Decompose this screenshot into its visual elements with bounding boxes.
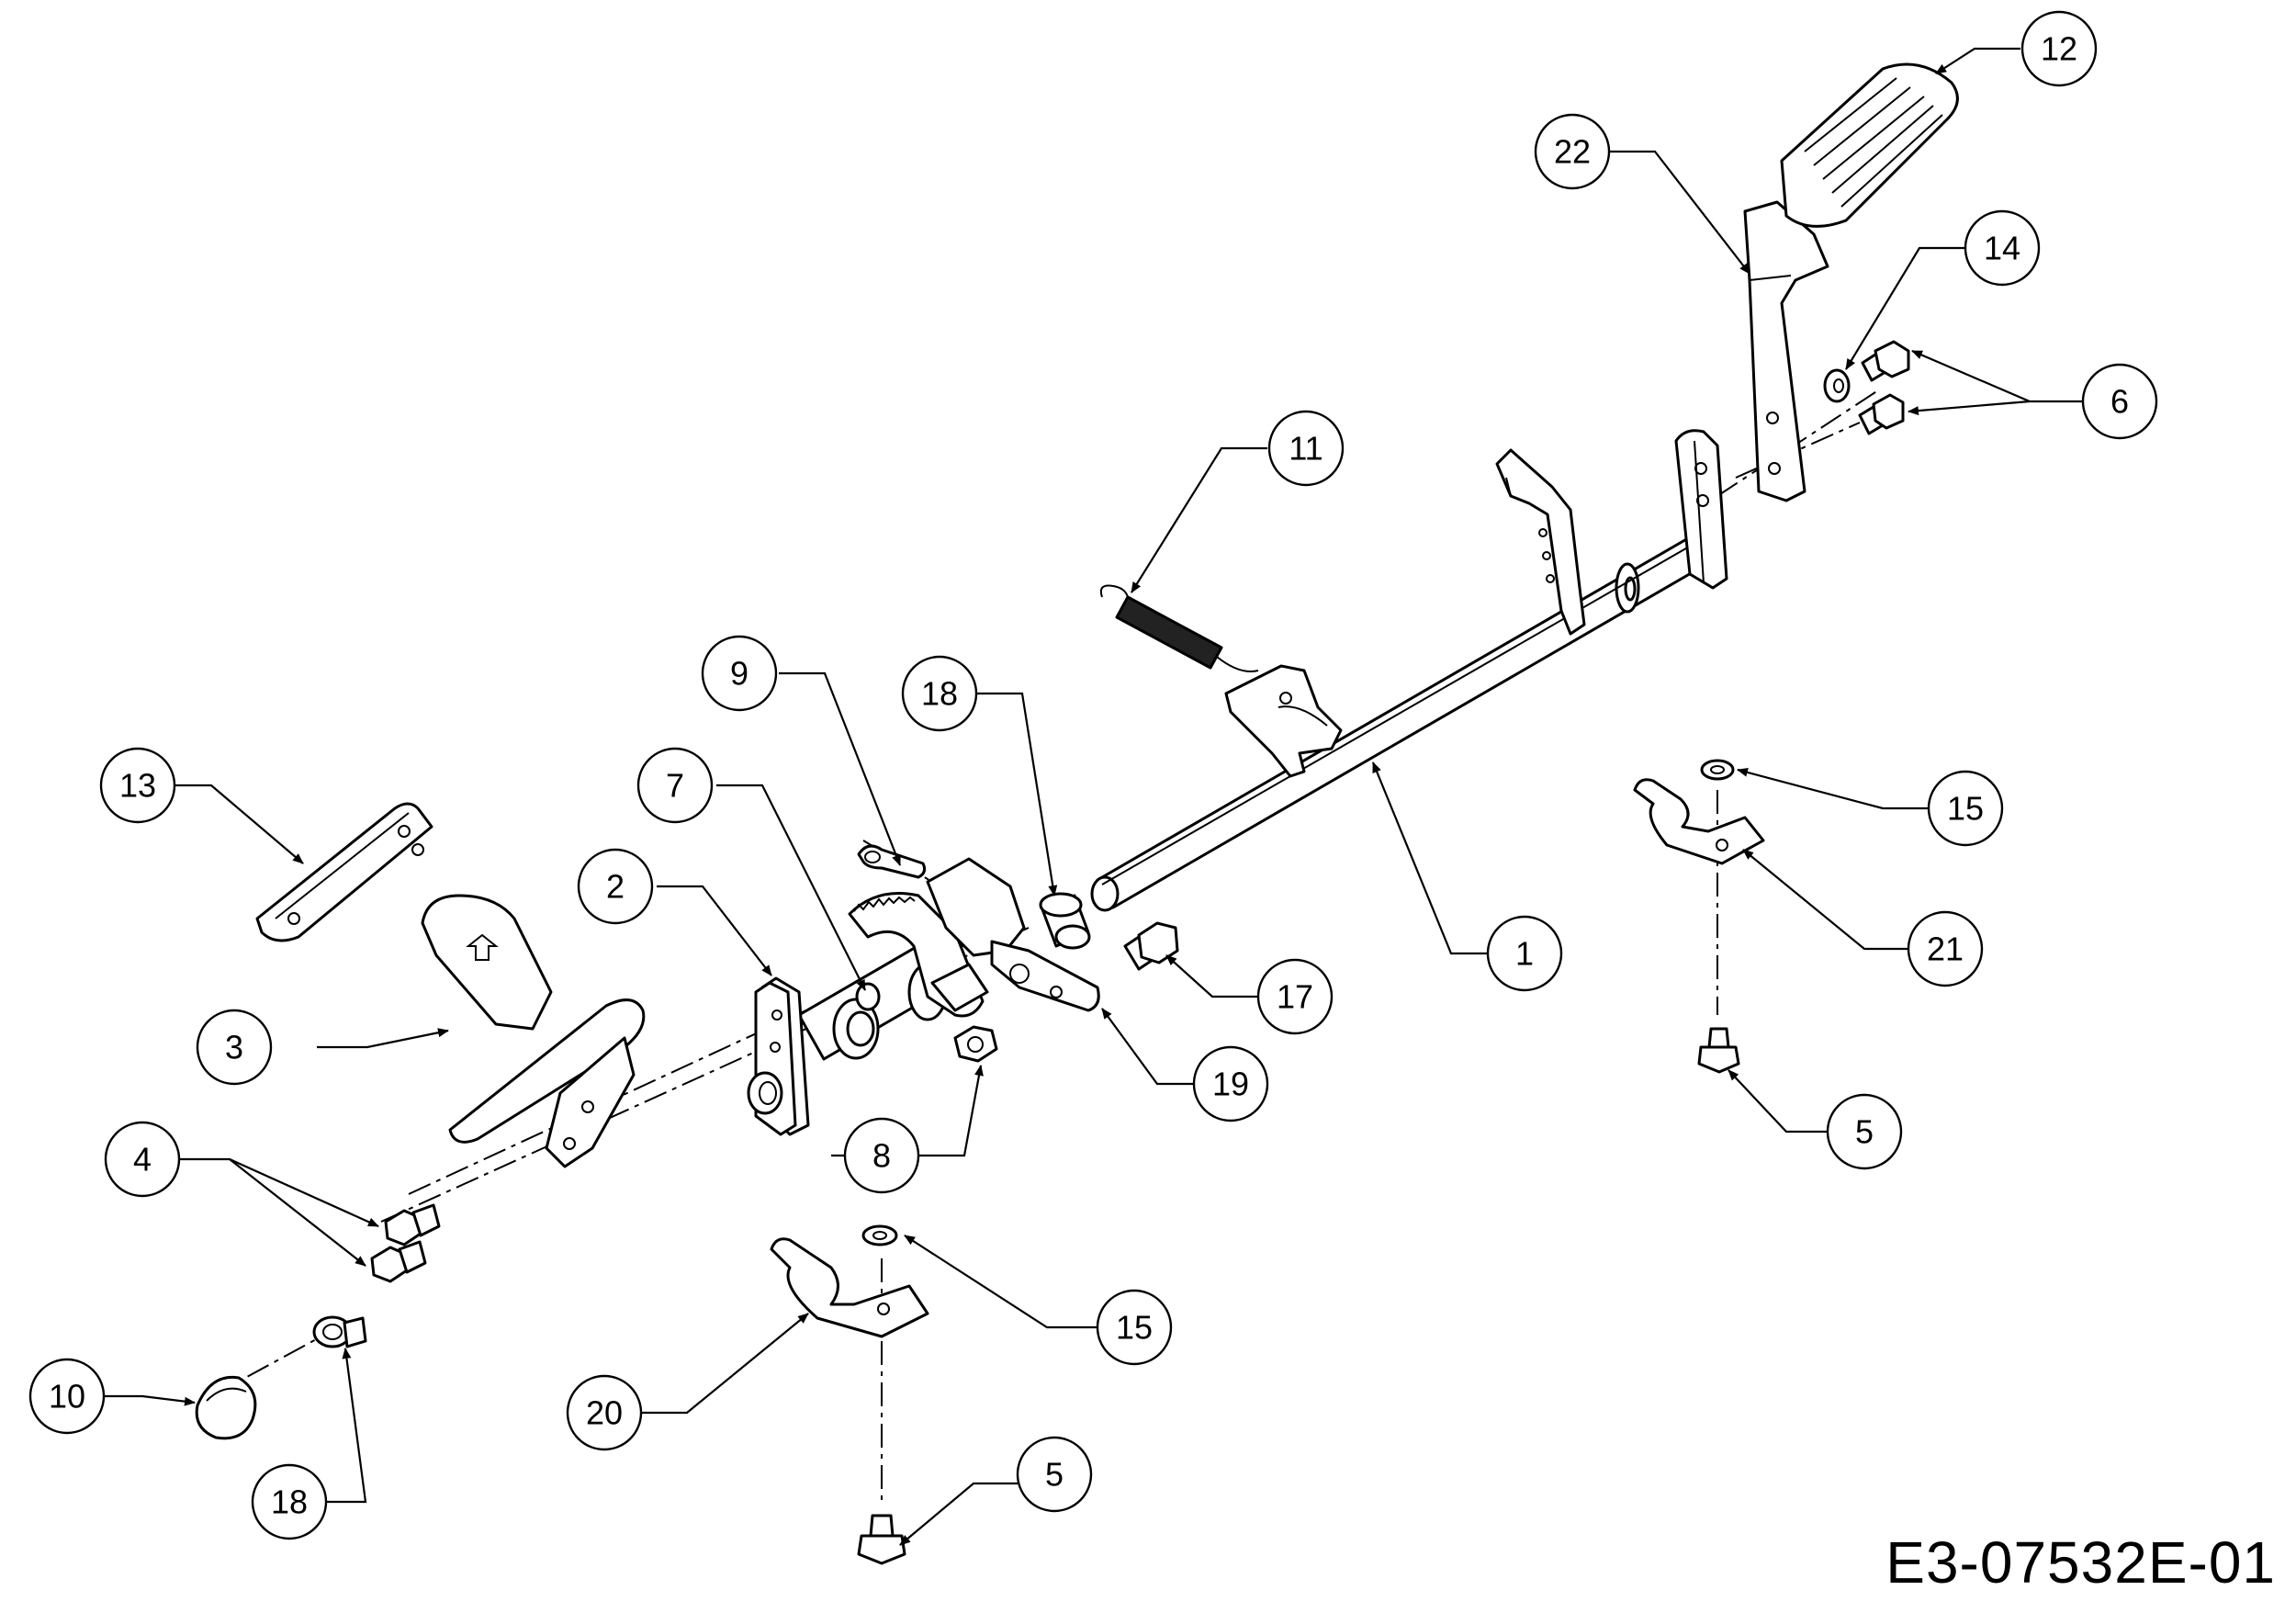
callout-9: 9 bbox=[701, 635, 778, 712]
callout-label: 1 bbox=[1515, 935, 1534, 973]
right-end-plate-part bbox=[1674, 429, 1728, 590]
callout-14: 14 bbox=[1964, 209, 2041, 287]
callout-label: 18 bbox=[271, 1483, 308, 1521]
callout-5-lower: 5 bbox=[1016, 1436, 1093, 1513]
callout-label: 12 bbox=[2041, 30, 2077, 68]
shoulder-bolt-part bbox=[1123, 921, 1179, 971]
clamp-bracket-21-part bbox=[1633, 778, 1765, 865]
callout-label: 4 bbox=[133, 1141, 152, 1179]
drawing-code-label: E3-07532E-01 bbox=[1885, 1529, 2276, 1596]
callout-label: 5 bbox=[1855, 1113, 1874, 1151]
hairpin-clip-part bbox=[857, 844, 927, 879]
callout-19: 19 bbox=[1192, 1045, 1269, 1122]
callout-4: 4 bbox=[104, 1121, 181, 1198]
callout-18-upper: 18 bbox=[901, 655, 978, 732]
washer-15-upper-part bbox=[1700, 759, 1735, 781]
left-bracket-plate-part bbox=[747, 976, 810, 1136]
right-upright-bracket-part bbox=[1495, 448, 1586, 636]
extension-spring-part bbox=[1099, 584, 1259, 672]
callout-20: 20 bbox=[566, 1374, 643, 1451]
bolt-5-lower-part bbox=[857, 1514, 906, 1565]
leader-lines bbox=[96, 47, 2083, 1546]
callout-label: 6 bbox=[2110, 383, 2129, 421]
callout-label: 13 bbox=[119, 767, 156, 805]
callout-17: 17 bbox=[1256, 958, 1334, 1035]
callout-label: 3 bbox=[225, 1029, 243, 1066]
callout-label: 9 bbox=[730, 655, 748, 693]
callout-label: 22 bbox=[1554, 133, 1591, 171]
bolts-4-part bbox=[370, 1203, 441, 1283]
bushing-lower-part bbox=[312, 1315, 367, 1348]
callout-label: 20 bbox=[586, 1394, 623, 1432]
pedal-lever-part bbox=[926, 857, 1100, 1012]
callout-15-upper: 15 bbox=[1927, 770, 2004, 847]
main-shaft-part bbox=[1090, 531, 1714, 912]
washer-14-part bbox=[1823, 368, 1851, 403]
hex-nut-part bbox=[953, 1025, 998, 1063]
callout-18-lower: 18 bbox=[251, 1463, 328, 1540]
clamp-bracket-20-part bbox=[770, 1237, 929, 1338]
callout-13: 13 bbox=[99, 747, 176, 824]
callout-22: 22 bbox=[1534, 113, 1611, 190]
rail-part bbox=[255, 802, 433, 942]
callout-label: 14 bbox=[1984, 230, 2020, 267]
bolts-6-part bbox=[1858, 340, 1910, 435]
callout-label: 18 bbox=[921, 675, 958, 713]
middle-bracket-part bbox=[1224, 664, 1343, 778]
pedal-arm-part bbox=[1743, 200, 1829, 502]
callout-label: 21 bbox=[1927, 930, 1964, 968]
pedal-pad-part bbox=[1780, 62, 1959, 228]
end-cap-part bbox=[195, 1375, 257, 1440]
callout-6: 6 bbox=[2081, 363, 2158, 440]
callout-label: 19 bbox=[1212, 1066, 1249, 1103]
callout-15-lower: 15 bbox=[1096, 1289, 1173, 1366]
callout-21: 21 bbox=[1907, 910, 1984, 987]
callout-12: 12 bbox=[2020, 10, 2098, 87]
sector-gear-part bbox=[848, 892, 989, 1018]
foot-pedal-part bbox=[421, 894, 646, 1168]
callout-label: 15 bbox=[1116, 1309, 1153, 1347]
callout-1: 1 bbox=[1486, 915, 1563, 992]
callout-10: 10 bbox=[28, 1358, 106, 1435]
callout-label: 17 bbox=[1277, 978, 1313, 1016]
bolt-5-upper-part bbox=[1697, 1027, 1740, 1074]
callout-7: 7 bbox=[636, 747, 714, 824]
callout-label: 7 bbox=[666, 767, 684, 805]
callout-label: 11 bbox=[1289, 430, 1322, 468]
callout-label: 10 bbox=[49, 1378, 85, 1415]
callout-8: 8 bbox=[843, 1117, 920, 1194]
callout-label: 15 bbox=[1947, 790, 1984, 828]
callout-label: 8 bbox=[872, 1137, 891, 1175]
washer-15-lower-part bbox=[861, 1224, 898, 1246]
bushing-upper-part bbox=[1039, 892, 1091, 950]
callout-label: 2 bbox=[606, 868, 625, 906]
callout-11: 11 bbox=[1267, 410, 1345, 487]
callout-label: 5 bbox=[1045, 1456, 1064, 1494]
callout-5-upper: 5 bbox=[1826, 1093, 1903, 1170]
callout-2: 2 bbox=[577, 848, 654, 925]
callout-3: 3 bbox=[196, 1009, 273, 1086]
